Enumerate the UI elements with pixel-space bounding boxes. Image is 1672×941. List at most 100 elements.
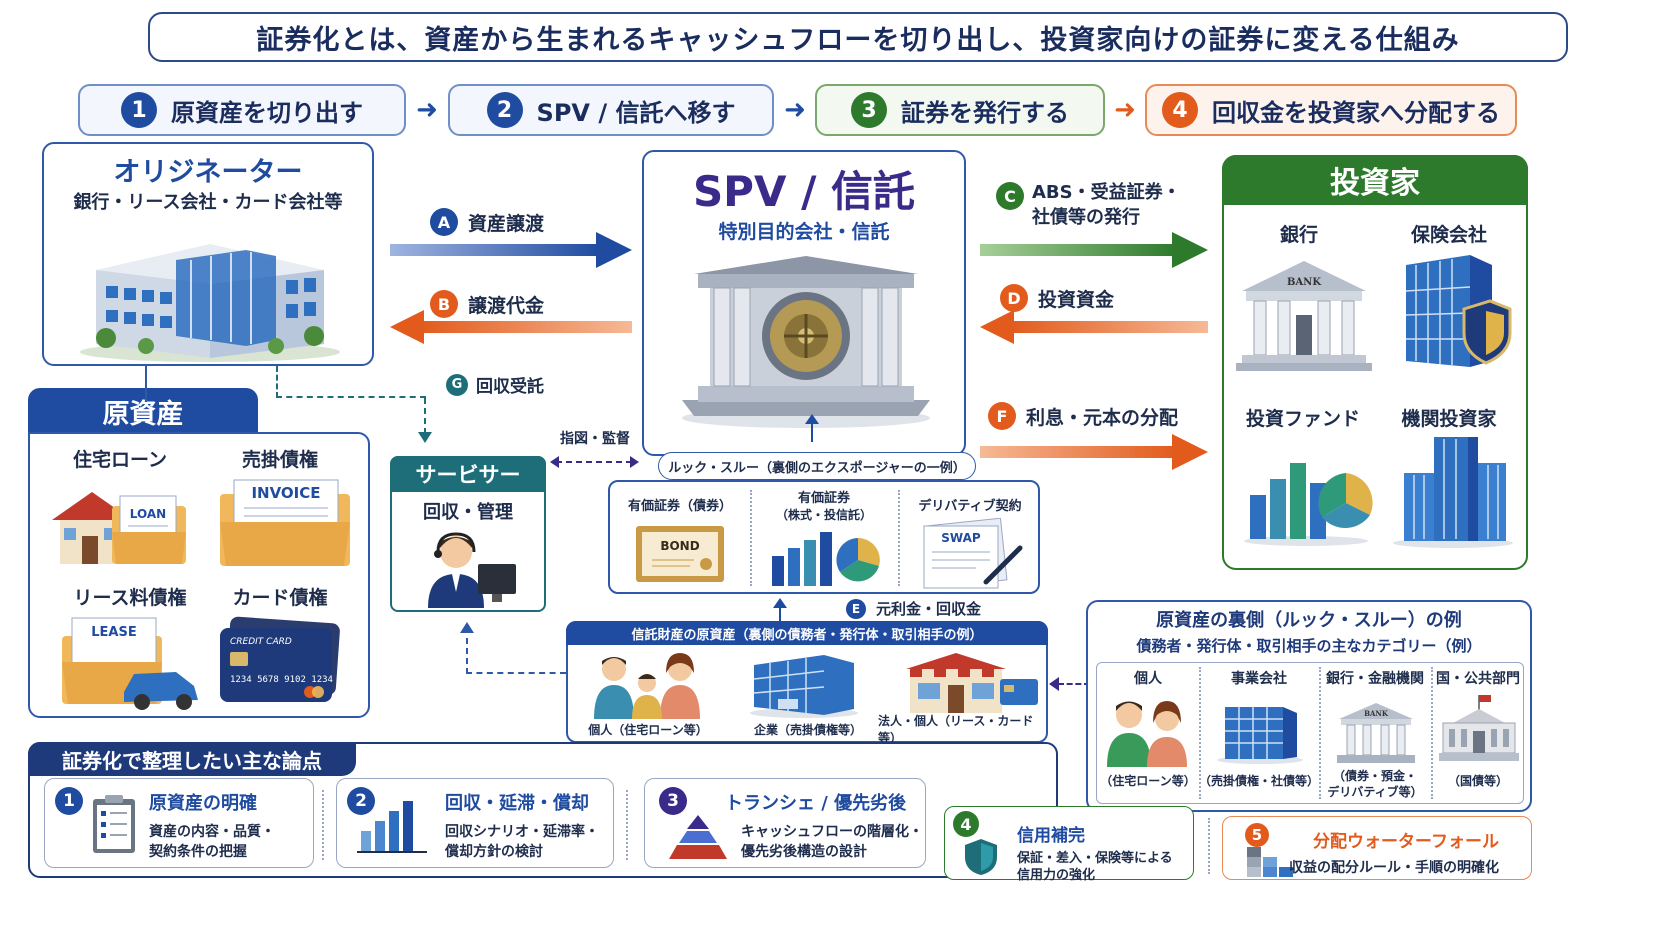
assets-title: 原資産 [102, 398, 184, 430]
office-building-icon [80, 244, 340, 362]
lt-example-grid: 個人 事業会社 銀行・金融機関 国・公共部門 BANK （住宅ロー [1096, 662, 1524, 804]
flow-f-label: F 利息・元本の分配 [988, 402, 1178, 430]
vault-icon [682, 256, 930, 428]
flow-b-letter: B [430, 290, 458, 318]
shield-icon [965, 839, 997, 875]
originator-title: オリジネーター [113, 156, 303, 188]
issue-card-2: 2 回収・延滞・償却 回収シナリオ・延滞率・ 償却方針の検討 [336, 778, 614, 868]
issue-desc-1: 回収シナリオ・延滞率・ [445, 824, 599, 840]
arrow-right-icon [980, 434, 1208, 470]
dashed-connector [424, 398, 426, 434]
bond-doc-text: BOND [660, 539, 699, 553]
flow-f-letter: F [988, 402, 1016, 430]
divider [1208, 818, 1210, 874]
assets-tab: 原資産 [28, 388, 258, 434]
step-number: 2 [486, 92, 523, 128]
step-label: 回収金を投資家へ分配する [1212, 98, 1500, 127]
investor-label-bank: 銀行 [1279, 223, 1318, 246]
step-number: 1 [121, 92, 157, 128]
flow-d-letter: D [1000, 284, 1028, 312]
issue-number: 4 [953, 811, 979, 837]
lt-example-note-company: （売掛債権・社債等） [1199, 773, 1320, 788]
trust-asset-label-individual: 個人（住宅ローン等） [588, 722, 708, 737]
flow-g-label: G 回収受託 [446, 372, 544, 397]
arrow-left-icon [1049, 677, 1059, 691]
investor-label-institution: 機関投資家 [1401, 407, 1497, 430]
issue-title: 原資産の明確 [149, 793, 257, 814]
servicer-title: サービサー [390, 456, 546, 492]
fund-chart-icon [1244, 463, 1373, 546]
step-3: 3 証券を発行する [815, 84, 1105, 136]
flow-g-letter: G [446, 373, 468, 396]
lt-example-label-company: 事業会社 [1231, 671, 1287, 687]
issues-title: 証券化で整理したい主な論点 [28, 742, 356, 776]
investors-box: 投資家 銀行 保険会社 BANK 投資ファンド 機関投資家 [1222, 155, 1528, 570]
lt-example-label-bank: 銀行・金融機関 [1326, 671, 1424, 687]
flow-f-text: 利息・元本の分配 [1026, 406, 1179, 429]
issue-desc-1: キャッシュフローの階層化・ [741, 824, 923, 840]
spv-title: SPV / 信託 [692, 166, 916, 216]
connector-line [779, 608, 781, 622]
dashed-connector [276, 366, 426, 398]
flow-a-letter: A [430, 208, 458, 236]
flow-d-label: D 投資資金 [1000, 284, 1114, 312]
issue-card-4: 4 信用補完 保証・差入・保険等による 信用力の強化 [944, 806, 1194, 883]
lt-bank-sign-text: BANK [1364, 709, 1389, 718]
step-label: 原資産を切り出す [171, 98, 363, 127]
bank-sign-text: BANK [1287, 277, 1321, 288]
lookthrough-label-securities: 有価証券 [797, 490, 850, 506]
arrow-right-icon [980, 232, 1208, 268]
dashed-connector [1058, 683, 1090, 685]
chevron-right-icon: ➜ [784, 95, 806, 125]
bond-certificate-icon: BOND [636, 526, 724, 582]
spv-box: SPV / 信託 特別目的会社・信託 [642, 150, 966, 456]
trust-assets-title: 信託財産の原資産（裏側の債務者・発行体・取引相手の例） [566, 621, 1048, 645]
lt-example-note-public: （国債等） [1447, 773, 1508, 788]
chevron-right-icon: ➜ [1114, 95, 1136, 125]
issue-card-3: 3 トランシェ / 優先劣後 キャッシュフローの階層化・ 優先劣後構造の設計 [644, 778, 926, 868]
assets-box: 住宅ローン 売掛債権 LOAN INVOICE リース料債権 カード債権 LEA… [28, 432, 370, 718]
originator-subtitle: 銀行・リース会社・カード会社等 [73, 192, 343, 213]
bar-chart-icon [357, 801, 427, 853]
flow-c-letter: C [996, 182, 1024, 210]
shop-card-icon [906, 653, 1038, 713]
issue-number: 2 [347, 787, 375, 815]
issue-desc-1: 収益の配分ルール・手順の明確化 [1289, 860, 1499, 876]
spv-subtitle: 特別目的会社・信託 [718, 220, 890, 243]
flow-a-label: A 資産譲渡 [430, 208, 544, 236]
issue-desc-2: 契約条件の把握 [149, 844, 247, 860]
dashed-connector [466, 638, 566, 674]
dashed-connector [556, 461, 632, 463]
investor-label-fund: 投資ファンド [1245, 407, 1360, 430]
connector-line [811, 420, 813, 442]
divider [322, 790, 324, 860]
servicer-subtitle: 回収・管理 [423, 502, 513, 523]
lookthrough-box: 有価証券（債券） 有価証券 （株式・投信託） デリバティブ契約 BOND SWA… [608, 480, 1040, 594]
asset-label-lease: リース料債権 [73, 586, 187, 609]
family-icon [594, 653, 700, 719]
chevron-right-icon: ➜ [416, 95, 438, 125]
flow-c-text-2: 社債等の発行 [1032, 207, 1140, 228]
securities-chart-icon [772, 532, 880, 586]
bank-icon: BANK [1236, 261, 1372, 371]
lt-example-title: 原資産の裏側（ルック・スルー）の例 [1156, 610, 1462, 631]
lt-example-note-bank-1: （債券・預金・ [1332, 769, 1417, 783]
issue-desc-2: 優先劣後構造の設計 [741, 844, 867, 860]
issue-title: 回収・延滞・償却 [445, 793, 589, 814]
house-loan-icon: LOAN [52, 492, 186, 564]
lease-doc-text: LEASE [91, 625, 136, 640]
asset-label-card: カード債権 [232, 586, 328, 609]
invoice-folder-icon: INVOICE [220, 479, 350, 566]
issue-number: 3 [659, 787, 687, 815]
trust-asset-label-corporate: 法人・個人（リース・カード等） [878, 714, 1034, 745]
issue-desc-1: 資産の内容・品質・ [149, 824, 275, 840]
step-number: 4 [1162, 92, 1198, 128]
divider [1199, 667, 1201, 799]
issue-card-1: 1 原資産の明確 資産の内容・品質・ 契約条件の把握 [44, 778, 314, 868]
lt-example-note-bank-2: デリバティブ等） [1327, 785, 1423, 799]
divider [626, 790, 628, 860]
divider [1319, 667, 1321, 799]
lt-example-label-individual: 個人 [1134, 671, 1162, 687]
servicer-box: サービサー 回収・管理 [390, 456, 546, 612]
clipboard-icon [93, 795, 135, 853]
